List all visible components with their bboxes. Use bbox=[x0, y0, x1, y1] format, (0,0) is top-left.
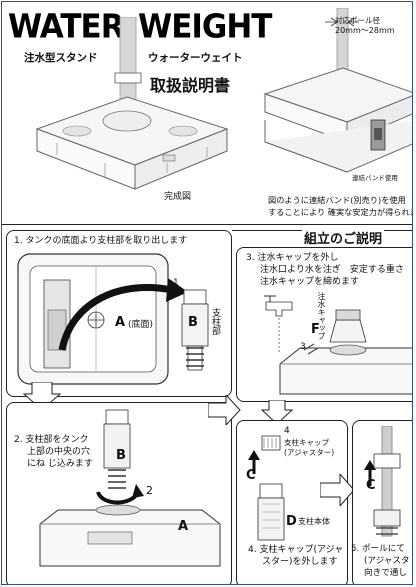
section-divider bbox=[2, 224, 412, 225]
step-1-label-b: B bbox=[188, 315, 198, 330]
step-5-text-1: 5. ポールにて bbox=[351, 544, 405, 554]
step-4-label-d: D bbox=[286, 514, 297, 529]
step-4-text-2: スター)を外します bbox=[262, 557, 338, 567]
arrow-right-icon-2 bbox=[320, 474, 355, 506]
step-4-cap-label: 支柱キャップ bbox=[284, 438, 329, 447]
step-4-cap-label-2: (アジャスター) bbox=[284, 448, 335, 457]
step-1-illustration bbox=[17, 253, 209, 385]
arrow-right-icon bbox=[208, 395, 241, 425]
title-water: WATER bbox=[8, 8, 125, 46]
step-4-label-c: C bbox=[246, 468, 256, 483]
product-illustration bbox=[35, 17, 229, 190]
step-2-label-b: B bbox=[116, 448, 126, 463]
step-2-text-1: 2. 支柱部をタンク bbox=[14, 435, 89, 445]
assembly-heading: 組立のご説明 bbox=[302, 228, 385, 247]
step-4-d-note: 支柱本体 bbox=[298, 517, 330, 526]
step-3-text-3: 注水キャップを締めます bbox=[260, 277, 360, 287]
arrow-down-icon-2 bbox=[260, 400, 294, 425]
step-2-illustration bbox=[39, 409, 221, 567]
step-3-illustration bbox=[264, 295, 412, 395]
step-3-text-2: 注水口より水を注ぎ 安定する重さ bbox=[260, 265, 404, 275]
title-weight: WEIGHT bbox=[138, 8, 272, 46]
step-3-text-1: 3. 注水キャップを外し bbox=[246, 253, 339, 263]
subtitle-stand: 注水型スタンド bbox=[24, 52, 98, 64]
stacked-illustration bbox=[263, 8, 412, 173]
step-1-label-a-note: (底面) bbox=[128, 320, 154, 330]
band-caption: 連結バンド使用 bbox=[352, 174, 398, 182]
step-5-illustration bbox=[364, 426, 401, 537]
step-1-text: 1. タンクの底面より支柱部を取り出します bbox=[14, 236, 188, 246]
pole-spec-line1: 対応ポール径 bbox=[335, 16, 380, 25]
step-5-text-2: (アジャスタ bbox=[364, 556, 410, 566]
step-2-number: 2 bbox=[146, 484, 153, 497]
step-3-number: 3 bbox=[300, 342, 306, 352]
step-2-label-a: A bbox=[178, 519, 189, 534]
step-1-number: 1 bbox=[173, 278, 179, 288]
step-1-side-label: 支柱部 bbox=[210, 308, 220, 335]
step-5-label-c: C bbox=[366, 478, 376, 493]
note-line2: することにより 確実な安定力が得られま bbox=[268, 207, 413, 217]
subtitle-water-weight: ウォーターウェイト bbox=[148, 52, 243, 64]
step-2-text-2: 上部の中央の穴 bbox=[27, 447, 91, 457]
step-5-text-3: 向きで通し bbox=[364, 568, 407, 578]
step-3-side-label: 注水キャップ bbox=[317, 292, 326, 340]
step-1-label-a: A bbox=[115, 315, 126, 330]
manual-title: 取扱説明書 bbox=[150, 76, 231, 95]
step-4-text-1: 4. 支柱キャップ(アジャ bbox=[248, 545, 344, 555]
step-3-label-f: F bbox=[311, 322, 320, 337]
step-4-panel bbox=[236, 420, 348, 584]
note-line1: 図のように連結バンド(別売り)を使用 bbox=[268, 195, 406, 205]
caption-complete: 完成図 bbox=[164, 192, 192, 202]
pole-spec-line2: 20mm〜28mm bbox=[335, 26, 395, 35]
step-2-text-3: にね じ込みます bbox=[27, 459, 93, 469]
step-4-number: 4 bbox=[284, 426, 290, 436]
step-4-illustration bbox=[248, 435, 285, 541]
